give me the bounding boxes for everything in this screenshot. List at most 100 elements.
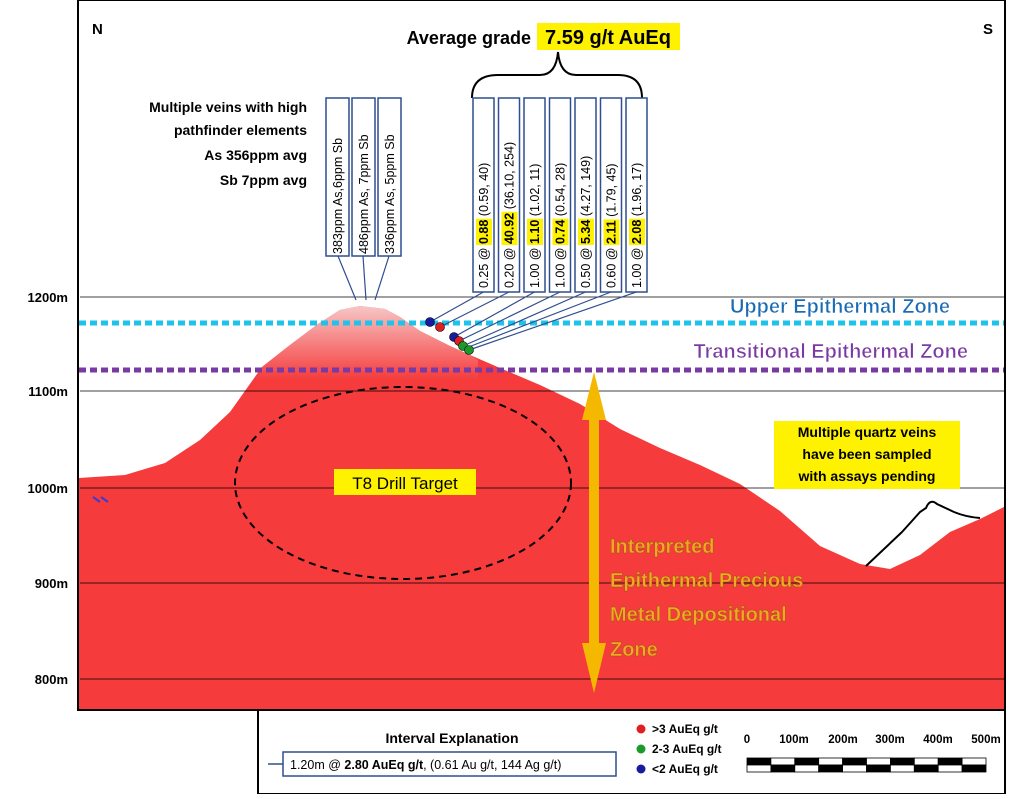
pathfinder-line: pathfinder elements [174,122,307,138]
grade-class-legend: >3 AuEq g/t 2-3 AuEq g/t <2 AuEq g/t [636,722,722,776]
transitional-zone-label: Transitional Epithermal Zone [694,341,969,363]
drill-target-highlight [334,469,476,495]
interval-grade-highlight [527,218,543,246]
interval-text: 0.20 @ 40.92 (36.10, 254) [503,142,517,288]
quartz-note-line: have been sampled [802,446,931,462]
sb-box-text: 486ppm As, 7ppm Sb [357,134,371,254]
sb-box [325,97,350,257]
legend-example-box [282,751,617,777]
scale-tick-label: 100m [779,734,808,746]
interval-text: 0.25 @ 0.88 (0.59, 40) [477,163,491,288]
interval-leader [465,291,612,349]
legend-title: Interval Explanation [385,730,518,746]
scale-tick-label: 300m [875,734,904,746]
interval-leader [468,291,637,351]
scale-bar: 0 100m 200m 300m 400m 500m [744,734,1001,773]
interval-grade-highlight [552,218,569,246]
sb-leaders [337,255,390,301]
interval-grade: 0.88 [477,220,491,244]
average-grade-highlight [537,23,680,50]
scale-segment [818,757,844,766]
legend-example-pre: 1.20m @ [290,758,344,772]
interval-leader [439,291,510,328]
terrain-body [79,306,1004,709]
interval-detail: (1.02, 11) [528,164,542,220]
legend-example: 1.20m @ 2.80 AuEq g/t, (0.61 Au g/t, 144… [290,758,561,772]
interval-grade-highlight [476,218,492,246]
interval-grade: 2.08 [630,220,644,244]
interval-text: 1.00 @ 0.74 (0.54, 28) [554,163,568,288]
scale-segment [770,764,796,773]
pathfinder-line: As 356ppm avg [204,147,307,163]
grade-class-swatch-low [636,764,646,774]
scale-segment [937,764,963,773]
scale-segment [937,757,963,766]
quartz-note: Multiple quartz veins have been sampled … [798,424,937,484]
grade-class-swatch-high [636,724,646,734]
scale-segments [746,757,987,773]
elevation-label: 1000m [28,481,68,496]
legend-example-bold: 2.80 AuEq g/t [344,758,424,772]
interval-boxes: 0.25 @ 0.88 (0.59, 40) 0.20 @ 40.92 (36.1… [472,97,648,293]
interval-length: 0.60 @ [605,244,619,288]
grade-class-label: <2 AuEq g/t [652,762,718,776]
sb-boxes: 383ppm As,6ppm Sb 486ppm As, 7ppm Sb 336… [325,97,402,301]
interval-length: 1.00 @ [528,244,542,288]
interpreted-zone-label: Interpreted Epithermal Precious Metal De… [610,536,804,661]
interval-length: 0.50 @ [579,244,593,288]
scale-segment [913,757,939,766]
average-grade-prefix: Average grade [407,28,531,48]
elevation-label: 1200m [28,290,68,305]
scale-tick-label: 200m [828,734,857,746]
sb-box [377,97,402,257]
average-grade-value: 7.59 g/t AuEq [545,27,671,49]
drill-intercepts [425,317,474,355]
interval-text: 0.60 @ 2.11 (1.79, 45) [605,163,619,288]
interval-grade: 0.74 [554,220,568,244]
intercept-dot [464,345,474,355]
scale-segment [866,757,891,766]
pathfinder-note: Multiple veins with high pathfinder elem… [149,99,307,188]
interval-length: 0.20 @ [503,244,517,288]
intercept-dot [435,322,445,332]
small-marks [92,496,109,503]
south-label: S [983,21,993,38]
interpreted-line: Epithermal Precious [610,570,803,592]
interval-length: 1.00 @ [630,244,644,288]
scale-tick-label: 400m [923,734,952,746]
quartz-bracket [865,500,981,567]
grade-brace [471,51,643,99]
scale-segment [890,757,915,766]
elevation-labels: 1200m 1100m 1000m 900m 800m [28,290,68,687]
scale-segment [961,764,987,773]
terrain-peak [255,306,478,380]
interval-detail: (0.54, 28) [554,163,568,220]
drill-target-label: T8 Drill Target [352,474,458,493]
pathfinder-line: Sb 7ppm avg [220,172,307,188]
interval-detail: (1.96, 17) [630,163,644,220]
interval-text: 1.00 @ 2.08 (1.96, 17) [630,163,644,288]
drill-target-ellipse [234,386,572,580]
interpreted-line: Zone [610,639,658,661]
interval-grade-highlight [629,218,645,246]
grade-class-swatch-mid [636,744,646,754]
north-label: N [92,21,103,38]
interval-grade: 5.34 [579,220,593,244]
interval-length: 0.25 @ [477,244,491,288]
scale-tick-label: 0 [744,734,750,746]
scale-segment [842,764,867,773]
scale-tick-label: 500m [971,734,1000,746]
elevation-label: 1100m [28,384,68,399]
interval-detail: (4.27, 149) [579,156,593,220]
interval-detail: (36.10, 254) [503,142,517,213]
interval-leader [458,291,561,342]
interval-leaders [429,291,637,351]
scale-segment [746,764,772,773]
interval-grade-highlight [501,211,518,246]
quartz-note-line: with assays pending [798,468,936,484]
upper-zone-label: Upper Epithermal Zone [730,296,950,318]
interval-length: 1.00 @ [554,244,568,288]
interval-grade-highlight [603,219,620,246]
interval-text: 0.50 @ 5.34 (4.27, 149) [579,156,593,288]
